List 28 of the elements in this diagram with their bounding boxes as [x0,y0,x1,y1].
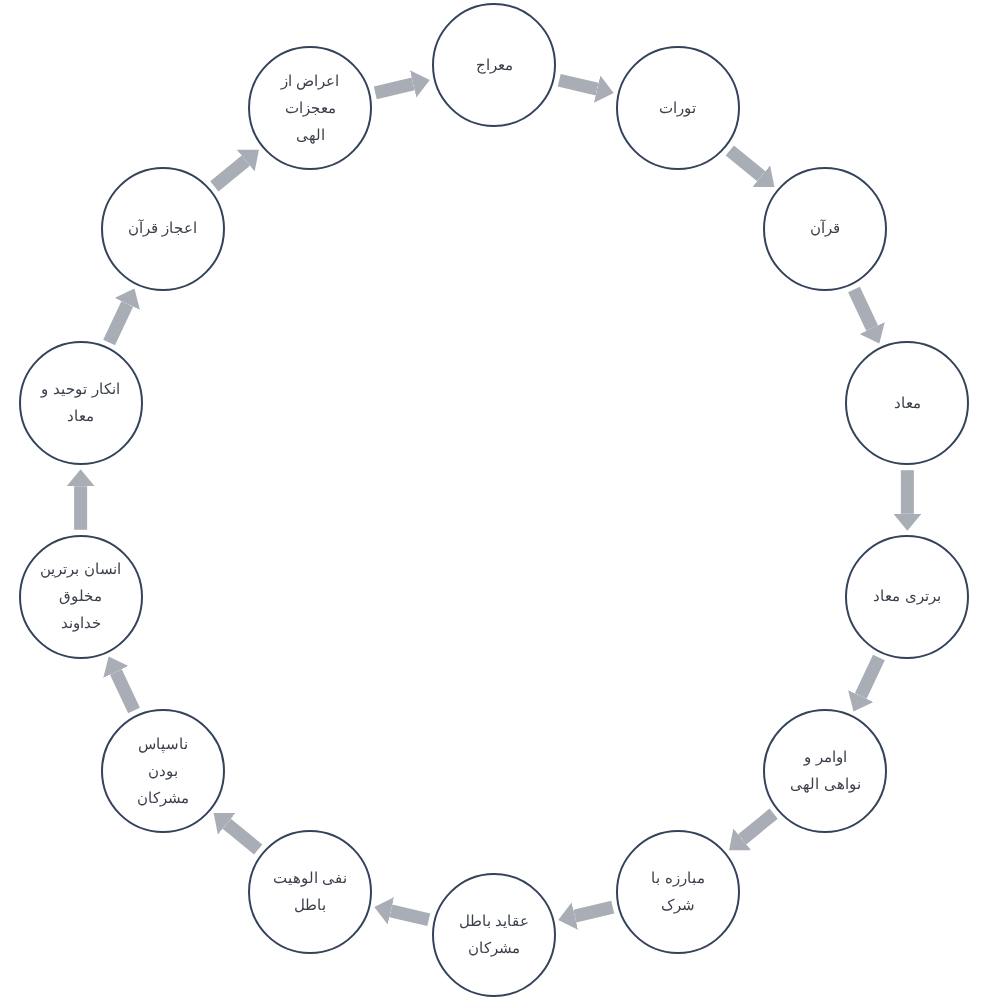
node-label: نفی الوهیت باطل [271,867,349,916]
node-label: عقاید باطل مشرکان [457,911,531,959]
node-label: معاد [893,392,921,414]
arrow [374,897,431,927]
arrow [103,656,140,714]
arrow [558,900,615,930]
arrow [848,286,885,344]
node-label: مبارزه با شرک [650,867,706,916]
arrow [557,73,614,103]
node-label: قرآن [810,218,841,240]
node-label: معراج [475,54,513,76]
arrow [66,469,95,530]
arrow [210,149,259,192]
arrow [103,288,140,346]
arrow [729,808,778,851]
node-label: انکار توحید و معاد [39,379,121,428]
node-label: اعجاز قرآن [127,218,198,240]
node-label: برتری معاد [873,586,942,608]
node-label: انسان برترین مخلوق خداوند [39,559,122,635]
arrow [373,70,430,100]
node-label: تورات [659,97,697,119]
node-label: اعراض از معجزات الهی [279,70,341,146]
node-label: ناسپاس بودن مشرکان [135,733,190,809]
arrow [725,145,775,188]
node-label: اوامر و نواهی الهی [789,747,862,796]
arrow [213,812,263,855]
arrow [848,654,885,712]
arrow [893,470,922,531]
